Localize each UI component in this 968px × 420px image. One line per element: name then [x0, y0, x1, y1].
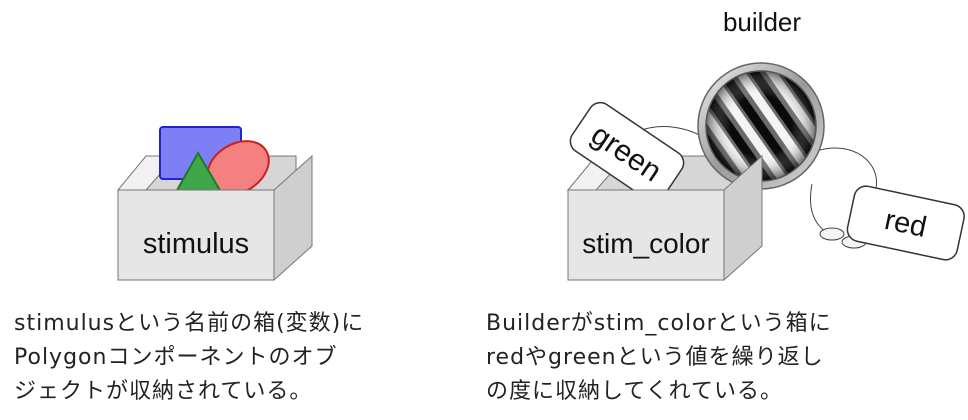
builder-leg: [810, 183, 827, 233]
builder-foot-left: [819, 227, 845, 241]
builder-label: builder: [723, 7, 801, 37]
stimulus-box-illustration: stimulus: [116, 126, 313, 282]
builder-lens: [697, 62, 825, 190]
right-caption-line-2: redやgreenという値を繰り返し: [486, 345, 824, 370]
left-caption: stimulusという名前の箱(変数)に Polygonコンポーネントのオブ ジ…: [14, 307, 364, 409]
builder-illustration: green stim_color red builder: [566, 7, 965, 282]
right-caption: Builderがstim_colorという箱に redやgreenという値を繰り…: [486, 307, 832, 409]
left-caption-line-2: Polygonコンポーネントのオブ: [14, 345, 338, 370]
right-caption-line-1: Builderがstim_colorという箱に: [486, 311, 832, 336]
stimulus-box-label: stimulus: [143, 228, 249, 260]
stim-color-box-front: [567, 189, 725, 281]
stim-color-box-label: stim_color: [582, 228, 710, 259]
left-caption-line-1: stimulusという名前の箱(変数)に: [14, 311, 365, 336]
green-card: green: [569, 101, 685, 203]
red-card: red: [846, 185, 965, 261]
right-caption-line-3: の度に収納してくれている。: [486, 379, 784, 404]
box-front: [117, 189, 275, 281]
left-caption-line-3: ジェクトが収納されている。: [14, 379, 313, 404]
